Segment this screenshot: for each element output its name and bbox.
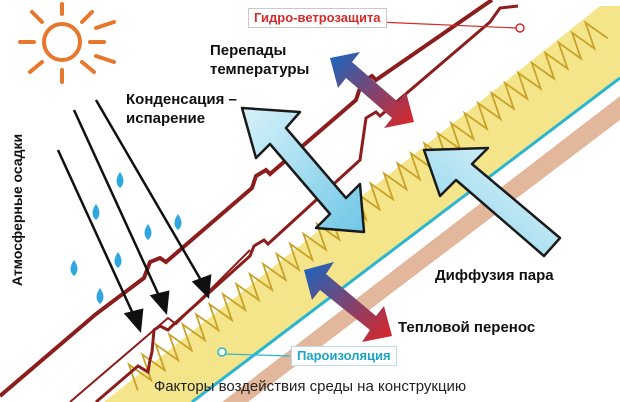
wind-barrier-membrane — [95, 4, 519, 402]
precipitation-arrows — [56, 99, 212, 333]
figure-caption: Факторы воздействия среды на конструкцию — [153, 378, 467, 395]
raindrop-icon — [144, 224, 152, 240]
raindrop-icon — [70, 260, 78, 276]
vapor-diffusion-label: Диффузия пара — [435, 267, 554, 284]
raindrop-icon — [96, 288, 104, 304]
precipitation-label: Атмосферные осадки — [9, 133, 25, 287]
temperature-label: Перепады температуры — [210, 41, 309, 79]
condensation-arrow — [240, 106, 366, 234]
sun-icon — [18, 2, 116, 84]
leader-lines — [217, 21, 525, 357]
raindrop-icon — [116, 172, 124, 188]
condensation-label-line1: Конденсация – — [126, 91, 237, 108]
rain-drops — [70, 172, 182, 304]
raindrop-icon — [114, 252, 122, 268]
wind-barrier-label: Гидро-ветрозащита — [248, 8, 387, 28]
heat-transfer-arrow — [304, 262, 392, 342]
temperature-label-line2: температуры — [210, 61, 310, 78]
precipitation-label-wrap: Атмосферные осадки — [8, 120, 26, 300]
temperature-label-line1: Перепады — [210, 42, 287, 59]
raindrop-icon — [92, 204, 100, 220]
vapor-barrier-membrane — [191, 76, 620, 402]
condensation-label-line2: испарение — [126, 110, 206, 127]
vapor-barrier-label: Пароизоляция — [291, 346, 397, 366]
temperature-arrow — [330, 52, 414, 128]
raindrop-icon — [174, 214, 182, 230]
vapor-diffusion-arrow — [422, 146, 562, 258]
heat-transfer-label: Тепловой перенос — [398, 319, 536, 336]
condensation-label: Конденсация – испарение — [126, 90, 237, 128]
